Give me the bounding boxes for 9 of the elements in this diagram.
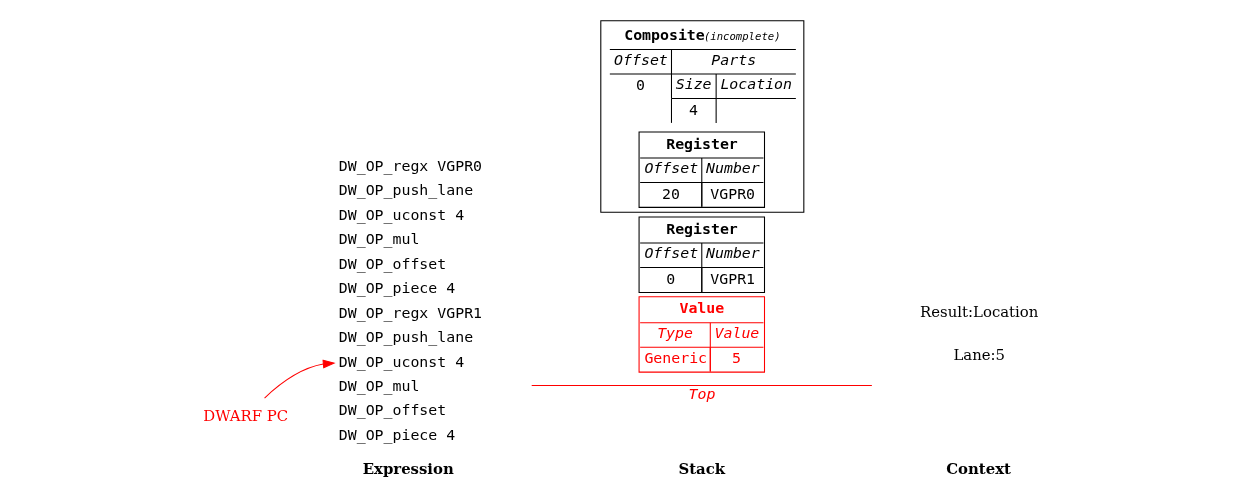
node-text: DWARF PC bbox=[202, 407, 288, 426]
label: Expression bbox=[362, 460, 454, 479]
label: Top bbox=[688, 385, 715, 404]
arrow bbox=[263, 359, 336, 399]
label: Context bbox=[945, 460, 1011, 479]
label: Result:Location bbox=[919, 303, 1038, 322]
label: Stack bbox=[677, 460, 725, 479]
label: Lane:5 bbox=[952, 345, 1005, 364]
node-text: DW_OP_regx VGPR0 DW_OP_push_lane DW_OP_uconst 4 DW_OP_mul DW_OP_offset DW_OP_piece 4 DW_OP_regx VGPR1 DW_OP_push_lane DW_OP_uconst 4 DW_OP_mul DW_OP_offset DW_OP_piece 4 bbox=[338, 156, 482, 444]
